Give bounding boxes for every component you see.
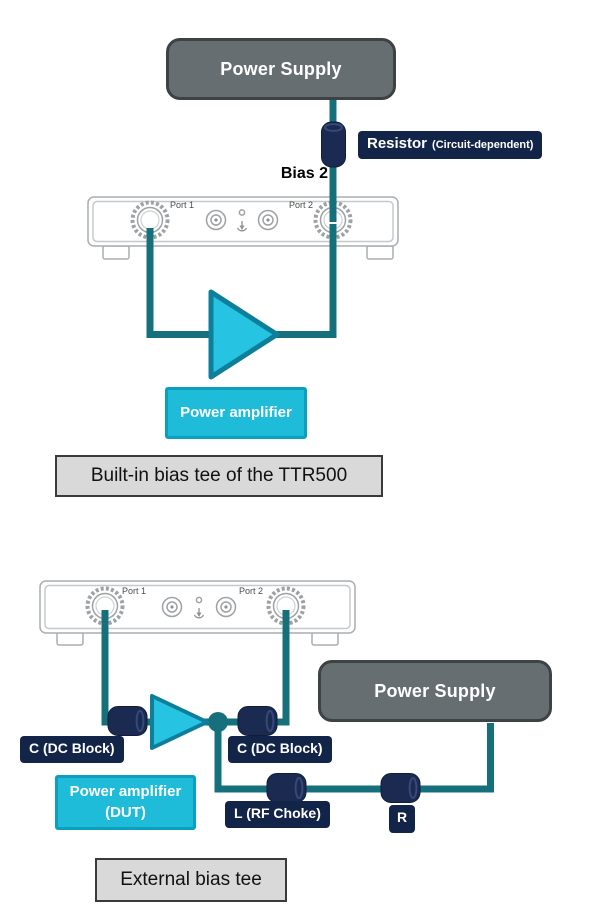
resistor-label-tag: Resistor (Circuit-dependent) [358, 131, 543, 159]
caption-built-in-bias-tee: Built-in bias tee of the TTR500 [55, 455, 383, 497]
resistor-cylinder-icon [321, 121, 346, 168]
aux-connector-icon [205, 209, 227, 231]
dc-block-left-tag: C (DC Block) [20, 736, 124, 763]
vna-foot-icon [366, 245, 394, 260]
port2-label-top: Port 2 [289, 200, 314, 210]
r-cylinder-icon [380, 773, 421, 803]
aux-connector-icon [215, 596, 237, 618]
power-supply-box-bottom: Power Supply [318, 660, 552, 722]
dc-block-cylinder-right-icon [237, 706, 278, 736]
power-amplifier-dut-line2: (DUT) [105, 803, 146, 821]
port2-connector-icon [266, 586, 306, 626]
ground-icon [236, 221, 248, 232]
power-amplifier-dut-box: Power amplifier (DUT) [55, 775, 196, 830]
power-supply-label: Power Supply [220, 58, 342, 79]
rf-choke-cylinder-icon [266, 773, 307, 803]
vna-foot-icon [311, 631, 339, 646]
amplifier-triangle-bottom [150, 694, 209, 750]
port1-label-top: Port 1 [170, 200, 195, 210]
led-indicator-icon [195, 596, 203, 604]
led-indicator-icon [238, 209, 246, 216]
resistor-sublabel: (Circuit-dependent) [432, 139, 534, 151]
r-tag: R [389, 805, 416, 833]
dc-block-right-tag: C (DC Block) [228, 736, 332, 763]
junction-dot-icon [208, 712, 228, 732]
power-amplifier-dut-line1: Power amplifier [69, 783, 182, 801]
aux-connector-icon [257, 209, 279, 231]
amplifier-triangle-top [208, 289, 280, 380]
power-supply-box-top: Power Supply [166, 38, 396, 100]
dc-block-cylinder-left-icon [107, 706, 148, 736]
port1-label-bottom: Port 1 [122, 586, 147, 596]
caption-text: Built-in bias tee of the TTR500 [90, 465, 348, 486]
power-supply-label: Power Supply [374, 680, 496, 701]
vna-foot-icon [56, 631, 84, 646]
caption-external-bias-tee: External bias tee [95, 858, 287, 902]
vna-foot-icon [102, 245, 130, 260]
aux-connector-icon [161, 596, 183, 618]
vna-device-bottom [39, 580, 356, 646]
resistor-label: Resistor [367, 135, 428, 152]
power-amplifier-label: Power amplifier [180, 403, 292, 421]
port2-label-bottom: Port 2 [239, 586, 264, 596]
rf-choke-tag: L (RF Choke) [225, 801, 330, 828]
vna-device-top [87, 196, 399, 260]
power-amplifier-box-top: Power amplifier [165, 387, 307, 439]
ground-icon [193, 608, 205, 619]
bias-tee-wire [214, 722, 494, 793]
caption-text: External bias tee [120, 869, 262, 890]
bias-2-label: Bias 2 [280, 165, 328, 182]
